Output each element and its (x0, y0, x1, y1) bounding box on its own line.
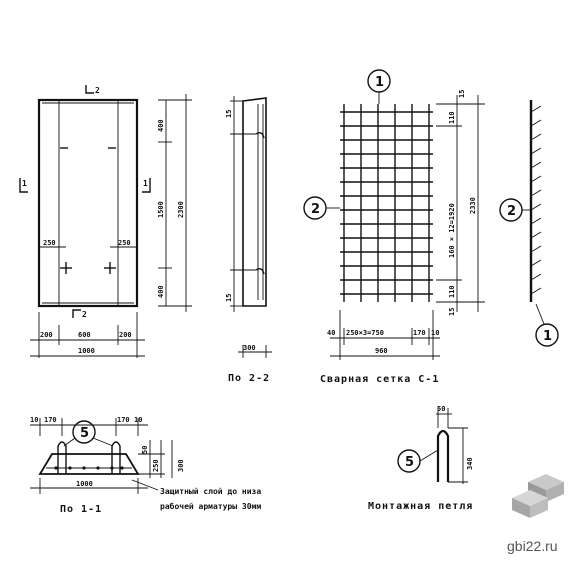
section-2-2: 15 15 300 По 2-2 (225, 96, 272, 384)
dim-15-top: 15 (225, 110, 233, 118)
s11-dim-1000: 1000 (76, 480, 93, 488)
s11-dim-10-left: 10 (30, 416, 38, 424)
loop-dim-50: 50 (437, 405, 445, 413)
panel-outline (37, 98, 139, 308)
watermark: gbi22.ru (507, 474, 564, 554)
dim-15-bottom: 15 (225, 294, 233, 302)
s11-dim-300: 300 (177, 459, 185, 472)
bubble-5-loop-label: 5 (405, 455, 414, 470)
dim-250-right: 250 (118, 239, 131, 247)
dim-300: 300 (243, 344, 256, 352)
s11-dim-10-right: 10 (134, 416, 142, 424)
bubble-2-left-label: 2 (311, 202, 320, 217)
dim-1500: 1500 (157, 201, 165, 218)
cover-note-line1: Защитный слой до низа (160, 487, 261, 496)
dim-400-bottom: 400 (157, 285, 165, 298)
cut-2-top-label: 2 (95, 86, 100, 95)
side-bubble-2-label: 2 (507, 204, 516, 219)
s11-dim-50: 50 (141, 446, 149, 454)
mesh-vert-15-bottom: 15 (448, 308, 456, 316)
cut-1-right-label: 1 (143, 179, 148, 188)
mesh-vert-15-top: 15 (458, 90, 466, 98)
side-bubble-1 (535, 323, 559, 347)
bubble-5-section-label: 5 (80, 426, 89, 441)
mesh-dim-960: 960 (375, 347, 388, 355)
bubble-1-top-label: 1 (375, 75, 384, 90)
mesh-vert-110-top: 110 (448, 111, 456, 124)
mounting-loop: 5 50 340 Монтажная петля (368, 405, 474, 512)
watermark-site: gbi22.ru (507, 538, 558, 554)
section-1-1: 5 10 170 170 10 50 250 300 1000 Защитный… (30, 416, 261, 515)
bubble-5-section (72, 420, 96, 444)
dim-1000: 1000 (78, 347, 95, 355)
section-1-1-caption: По 1-1 (60, 504, 102, 515)
loop-dim-340: 340 (466, 457, 474, 470)
mesh-vert-160x12: 160 × 12=1920 (448, 203, 456, 258)
welded-mesh: 1 2 40 250×3=750 170 10 960 Сварная сетк… (303, 69, 559, 385)
dim-250-left: 250 (43, 239, 56, 247)
section-2-2-caption: По 2-2 (228, 373, 270, 384)
loop-caption: Монтажная петля (368, 501, 473, 512)
plan-view: 250 250 2 2 1 1 200 600 200 1000 400 1 (19, 85, 192, 358)
s11-dim-170-left: 170 (44, 416, 57, 424)
mesh-dim-170: 170 (413, 329, 426, 337)
mesh-dim-10: 10 (431, 329, 439, 337)
mesh-caption: Сварная сетка С-1 (320, 374, 439, 385)
mesh-dim-40: 40 (327, 329, 335, 337)
s11-dim-250: 250 (152, 459, 160, 472)
cover-note-line2: рабочей арматуры 30мм (160, 501, 261, 511)
s11-dim-170-right: 170 (117, 416, 130, 424)
dim-600: 600 (78, 331, 91, 339)
mesh-vert-110-bottom: 110 (448, 285, 456, 298)
dim-400-top: 400 (157, 119, 165, 132)
side-bubble-1-label: 1 (543, 329, 552, 344)
mesh-vert-2330: 2330 (469, 197, 477, 214)
cut-1-left-label: 1 (22, 179, 27, 188)
dim-200-left: 200 (40, 331, 53, 339)
dim-2300: 2300 (177, 201, 185, 218)
dim-200-right: 200 (119, 331, 132, 339)
cut-2-bottom-label: 2 (82, 310, 87, 319)
mesh-grid (340, 104, 433, 302)
mesh-dim-250x3: 250×3=750 (346, 329, 384, 337)
watermark-logo-icon (512, 474, 564, 518)
mesh-side-view: 2 1 (499, 100, 559, 347)
